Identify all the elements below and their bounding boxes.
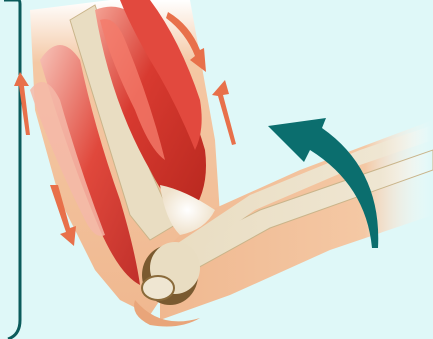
olecranon: [142, 276, 174, 300]
